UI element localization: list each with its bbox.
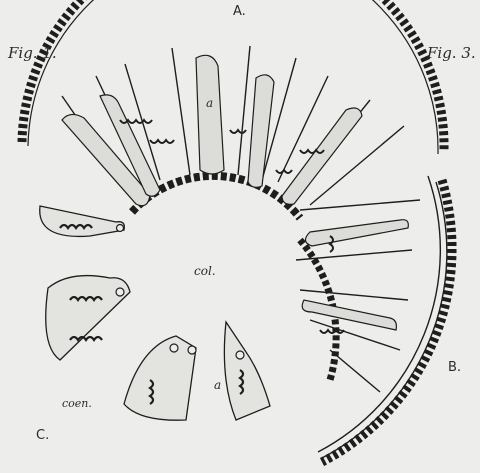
detached-lobe [124,336,196,420]
fig1-label: Fig. 1. [8,44,57,62]
mesentery-lobe [196,55,224,174]
inner-endoderm-arc [132,176,300,218]
mesentery-a-label-lower: a [214,378,221,392]
section-a [22,0,444,218]
coenenchyme-label: coen. [62,397,92,410]
section-c [40,206,270,420]
section-b-label: B. [448,360,461,375]
mesentery-a-label-upper: a [206,96,213,110]
mesentery-lobe [248,75,274,188]
detached-lobe [224,322,270,420]
section-c-label: C. [36,428,49,443]
detached-lobe [46,276,130,360]
section-a-label: A. [233,4,246,19]
detached-lobe [40,206,125,236]
mesenteries-a [62,55,362,205]
section-b [296,176,452,462]
fig3-label: Fig. 3. [427,44,476,62]
column-label: col. [194,264,216,278]
mesenteries-c [40,206,270,420]
mesentery-lobe [282,108,362,204]
mesenteries-b [302,220,408,330]
